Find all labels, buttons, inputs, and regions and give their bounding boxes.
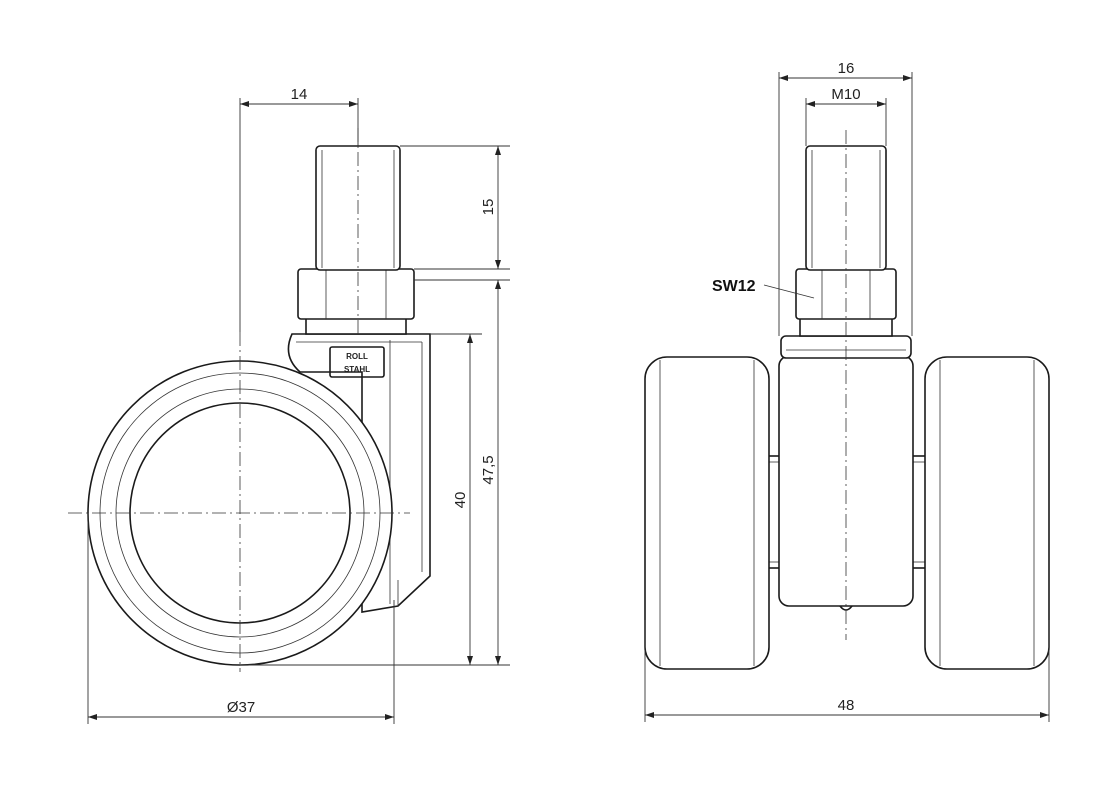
callout-sw12: SW12 — [712, 278, 815, 299]
side-view: ROLL STAHL 14 — [68, 86, 510, 724]
dim-total-width: 48 — [644, 620, 1050, 722]
logo-text-line-1: ROLL — [346, 352, 368, 361]
dim-label-14: 14 — [291, 86, 308, 103]
hex-nut — [297, 268, 415, 320]
collar — [305, 317, 407, 335]
dim-thread: M10 — [805, 86, 887, 146]
dim-label-diameter: Ø37 — [227, 699, 255, 716]
dim-pin-width: 14 — [239, 86, 359, 332]
dim-height-47: 47,5 — [240, 279, 510, 666]
dim-label-40: 40 — [452, 492, 469, 509]
dim-label-15: 15 — [480, 199, 497, 216]
dim-diameter: Ø37 — [87, 513, 395, 724]
bracket-body — [287, 333, 431, 613]
axle-right — [911, 455, 927, 569]
logo-text-line-2: STAHL — [344, 365, 370, 374]
dim-label-m10: M10 — [831, 86, 860, 103]
callout-label-sw12: SW12 — [712, 278, 756, 295]
wheel-right — [924, 356, 1050, 670]
dim-pin-length: 15 — [400, 145, 510, 270]
dim-label-47-5: 47,5 — [480, 455, 497, 484]
dim-label-48: 48 — [838, 697, 855, 714]
dim-nut-width: 16 — [778, 60, 913, 336]
rollstahl-logo: ROLL STAHL — [329, 346, 385, 378]
dim-label-16: 16 — [838, 60, 855, 77]
dim-height-40: 40 — [430, 333, 482, 665]
wheel-left — [644, 356, 770, 670]
front-view: 16 M10 SW12 48 — [644, 60, 1050, 722]
